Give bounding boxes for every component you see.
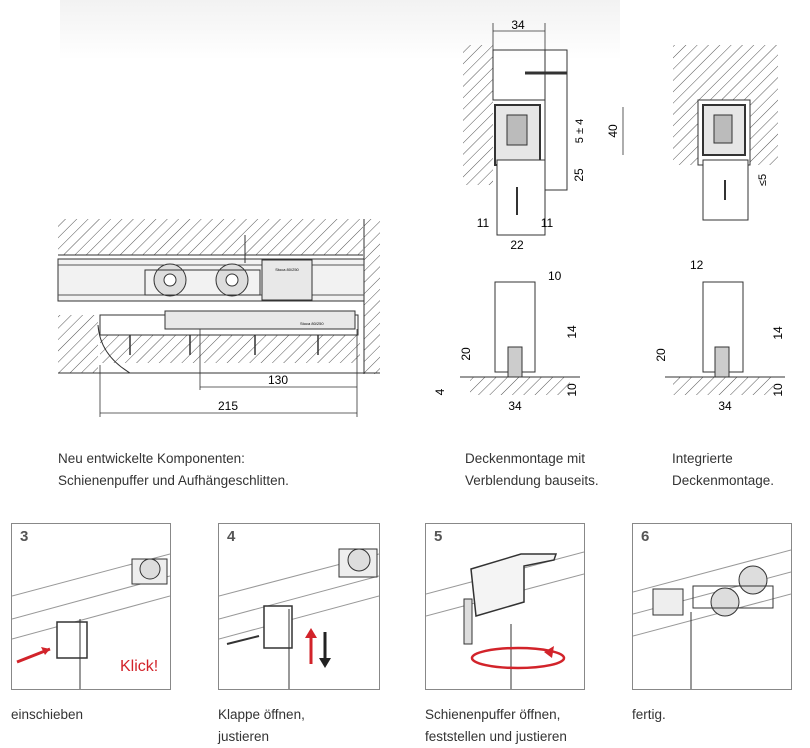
caption-line: Schienenpuffer und Aufhängeschlitten.	[58, 473, 289, 488]
carriage-label: Stoca 80/250	[275, 267, 299, 272]
step-label-line: Klappe öffnen,	[218, 707, 305, 722]
step-number: 4	[227, 528, 236, 545]
dim-12: 12	[690, 258, 704, 272]
wall-hatch	[364, 219, 380, 374]
ceiling-hatch	[58, 219, 363, 255]
caption-line: Verblendung bauseits.	[465, 473, 599, 488]
step-6-label: fertig.	[632, 704, 666, 726]
dim-20: 20	[459, 347, 473, 361]
step-5-panel: 5	[425, 523, 585, 690]
step-label-line: Schienenpuffer öffnen,	[425, 707, 561, 722]
dim-34: 34	[511, 18, 525, 32]
dim-20: 20	[655, 348, 668, 362]
dim-10: 10	[548, 269, 562, 283]
step-number: 3	[20, 528, 29, 545]
caption-left: Neu entwickelte Komponenten: Schienenpuf…	[58, 448, 289, 492]
dim-22: 22	[510, 238, 524, 252]
step-3-panel: 3 Klick!	[11, 523, 171, 690]
dim-215: 215	[218, 399, 238, 413]
step-6-panel: 6	[632, 523, 792, 690]
caption-middle: Deckenmontage mit Verblendung bauseits.	[465, 448, 599, 492]
carriage-block	[261, 259, 313, 301]
dim-5pm4: 5 ± 4	[574, 119, 586, 143]
step-label-line: feststellen und justieren	[425, 729, 567, 744]
step-label-line: fertig.	[632, 707, 666, 722]
dim-10v: 10	[771, 383, 785, 397]
dim-4: 4	[433, 388, 447, 395]
buffer-block	[164, 310, 356, 330]
dim-14: 14	[771, 326, 785, 340]
dim-11-right: 11	[541, 216, 554, 230]
step-label-line: einschieben	[11, 707, 84, 722]
section-b-drawing: 12 20 14 34 10	[655, 258, 785, 413]
caption-right: Integrierte Deckenmontage.	[672, 448, 774, 492]
dim-le5: ≤5	[757, 174, 769, 186]
caption-line: Neu entwickelte Komponenten:	[58, 451, 245, 466]
dim-34: 34	[718, 399, 732, 413]
step-5-label: Schienenpuffer öffnen, feststellen und j…	[425, 704, 567, 748]
step-label-line: justieren	[218, 729, 270, 744]
dim-130: 130	[268, 373, 288, 387]
step-4-label: Klappe öffnen, justieren	[218, 704, 305, 748]
caption-line: Integrierte	[672, 451, 733, 466]
side-view-drawing: Stoca 80/250 Stoca 80/250 130 215	[57, 219, 380, 417]
dim-10v: 10	[565, 383, 579, 397]
step-4-panel: 4	[218, 523, 380, 690]
step-3-label: einschieben	[11, 704, 83, 726]
dim-40: 40	[606, 124, 620, 138]
ceiling-mount-a-drawing: 34 40 5 ± 4 25 11 11 22	[463, 18, 624, 252]
step-number: 6	[641, 528, 650, 545]
click-label: Klick!	[120, 658, 159, 675]
section-a-drawing: 10 20 14 4 34 10	[433, 269, 580, 413]
ceiling-mount-b-drawing: ≤5	[673, 45, 778, 221]
dim-25: 25	[572, 168, 586, 182]
dim-34: 34	[508, 399, 522, 413]
dim-14: 14	[565, 325, 579, 339]
dim-11-left: 11	[477, 216, 490, 230]
caption-line: Deckenmontage.	[672, 473, 775, 488]
step-number: 5	[434, 528, 443, 545]
caption-line: Deckenmontage mit	[465, 451, 586, 466]
buffer-label: Stoca 80/250	[300, 321, 324, 326]
